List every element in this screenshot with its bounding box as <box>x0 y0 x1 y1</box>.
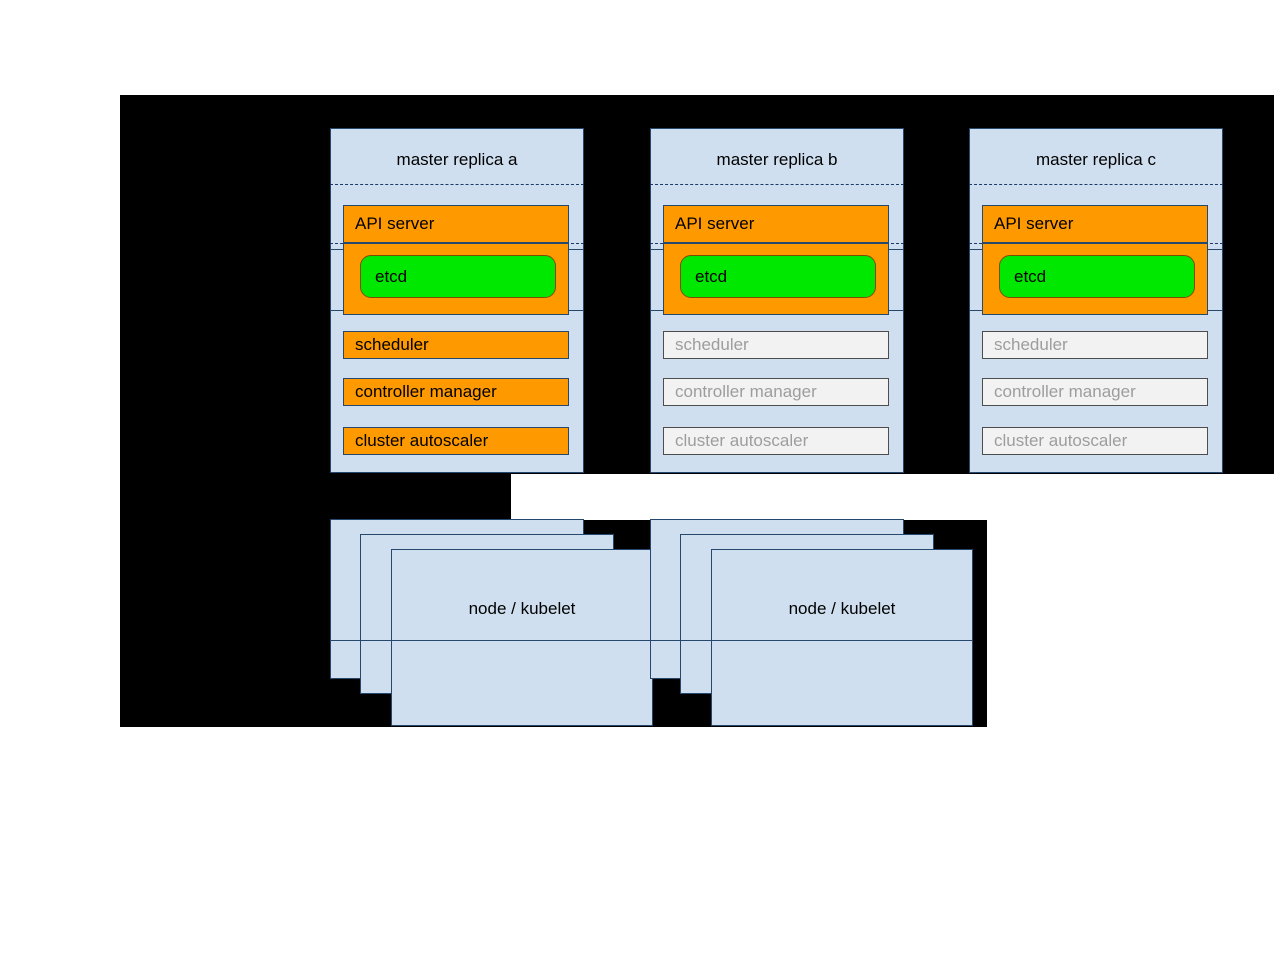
replica-c-scheduler[interactable]: scheduler <box>982 331 1208 359</box>
replica-a-scheduler-label: scheduler <box>355 335 429 354</box>
replica-a-controller-manager[interactable]: controller manager <box>343 378 569 406</box>
replica-a-cluster-autoscaler[interactable]: cluster autoscaler <box>343 427 569 455</box>
replica-a-scheduler[interactable]: scheduler <box>343 331 569 359</box>
node-group-2-label: node / kubelet <box>788 599 896 618</box>
replica-a-api-server-label: API server <box>355 214 435 233</box>
node-group-2-layer-front[interactable]: node / kubelet <box>711 549 973 726</box>
replica-b-etcd-label: etcd <box>695 266 728 286</box>
replica-a-cluster-autoscaler-label: cluster autoscaler <box>355 431 489 450</box>
replica-a-etcd-label: etcd <box>375 266 408 286</box>
replica-b-cluster-autoscaler-label: cluster autoscaler <box>675 431 809 450</box>
replica-c-etcd[interactable]: etcd <box>999 255 1195 298</box>
replica-c-header-divider <box>969 184 1223 185</box>
node-group-1-layer-front[interactable]: node / kubelet <box>391 549 653 726</box>
replica-c-scheduler-label: scheduler <box>994 335 1068 354</box>
replica-a-api-server[interactable]: API server <box>343 205 569 243</box>
replica-c-cluster-autoscaler[interactable]: cluster autoscaler <box>982 427 1208 455</box>
backdrop-mid-left-band <box>120 474 511 520</box>
replica-b-etcd[interactable]: etcd <box>680 255 876 298</box>
replica-b-api-server-label: API server <box>675 214 755 233</box>
replica-b-scheduler-label: scheduler <box>675 335 749 354</box>
replica-a-controller-manager-label: controller manager <box>355 382 497 401</box>
replica-b-scheduler[interactable]: scheduler <box>663 331 889 359</box>
replica-a-etcd[interactable]: etcd <box>360 255 556 298</box>
replica-c-etcd-label: etcd <box>1014 266 1047 286</box>
master-replica-c-title: master replica c <box>1036 150 1156 169</box>
replica-a-header-divider <box>330 184 584 185</box>
replica-c-controller-manager-label: controller manager <box>994 382 1136 401</box>
node-group-2-inner-rule <box>650 640 973 641</box>
replica-b-header-divider <box>650 184 904 185</box>
master-replica-a-title: master replica a <box>396 150 518 169</box>
replica-b-controller-manager-label: controller manager <box>675 382 817 401</box>
node-group-1-inner-rule <box>330 640 653 641</box>
replica-c-api-server[interactable]: API server <box>982 205 1208 243</box>
node-group-1-label: node / kubelet <box>468 599 576 618</box>
replica-b-api-server[interactable]: API server <box>663 205 889 243</box>
replica-c-controller-manager[interactable]: controller manager <box>982 378 1208 406</box>
replica-b-controller-manager[interactable]: controller manager <box>663 378 889 406</box>
master-replica-b-title: master replica b <box>716 150 838 169</box>
replica-b-cluster-autoscaler[interactable]: cluster autoscaler <box>663 427 889 455</box>
replica-c-api-server-label: API server <box>994 214 1074 233</box>
replica-c-cluster-autoscaler-label: cluster autoscaler <box>994 431 1128 450</box>
